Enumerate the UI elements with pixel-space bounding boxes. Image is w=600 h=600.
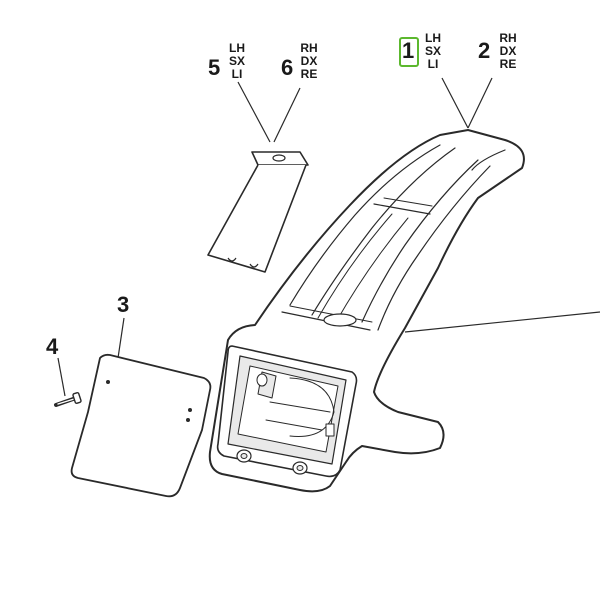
highlight-box <box>399 37 419 67</box>
side-label: LH <box>229 41 245 55</box>
callout-3: 3 <box>117 294 137 318</box>
side-label: LI <box>231 67 243 81</box>
callout-number: 5 <box>208 55 221 80</box>
cover-plate <box>207 151 309 273</box>
leader-lines <box>57 77 600 397</box>
side-label: DX <box>300 54 318 68</box>
side-label: DX <box>499 44 517 58</box>
callout-5: 5 LH SX LI <box>208 42 264 86</box>
side-label: RH <box>300 41 318 55</box>
side-label: LH <box>425 31 441 45</box>
side-label: SX <box>424 44 441 58</box>
callout-number: 2 <box>478 38 491 63</box>
callout-2: 2 RH DX RE <box>476 32 532 76</box>
side-label: LI <box>427 57 439 71</box>
callout-1: 1 LH SX LI <box>399 32 455 76</box>
mounting-plate <box>70 353 212 498</box>
side-label: RE <box>499 57 517 71</box>
screw <box>54 392 82 407</box>
side-label: RH <box>499 31 517 45</box>
callout-6: 6 RH DX RE <box>281 42 337 86</box>
side-label: SX <box>228 54 245 68</box>
callout-number: 3 <box>117 292 130 317</box>
mirror-bracket-arm <box>208 129 525 493</box>
callout-number: 4 <box>46 334 59 359</box>
callout-number: 1 <box>402 38 415 63</box>
side-label: RE <box>300 67 318 81</box>
callout-4: 4 <box>46 336 66 360</box>
callout-number: 6 <box>281 55 294 80</box>
